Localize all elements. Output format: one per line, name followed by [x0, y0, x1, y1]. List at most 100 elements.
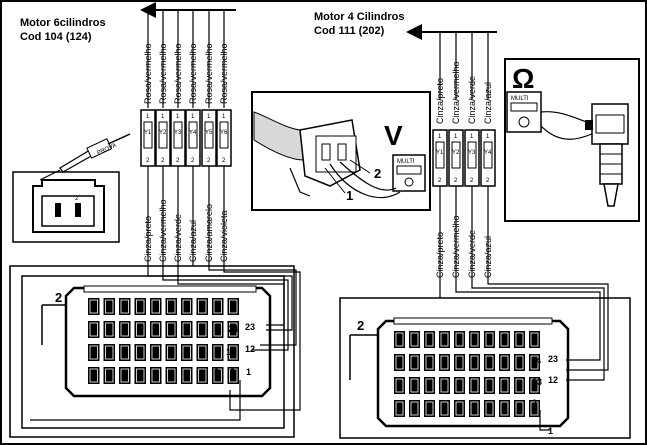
- connector-pin-1: 1: [438, 134, 442, 140]
- connector-pin-2: 2: [454, 178, 458, 184]
- motor6-pin-13: 13: [226, 347, 236, 357]
- ecu-pin: [134, 321, 146, 338]
- ecu-pin: [227, 344, 239, 361]
- ecu-pin: [529, 331, 540, 348]
- ecu-pin: [424, 354, 435, 371]
- ecu-pin: [134, 298, 146, 315]
- motor4-title: Motor 4 Cilindros: [314, 11, 404, 23]
- voltmeter-callout-2: 2: [374, 166, 381, 181]
- ecu-pin: [499, 400, 510, 417]
- motor6-harness-top: [140, 2, 236, 108]
- connector-pin-2: 2: [486, 178, 490, 184]
- connector-pin-2: 2: [207, 158, 211, 164]
- connector-pin-1: 1: [454, 134, 458, 140]
- ecu-pin: [484, 354, 495, 371]
- motor6-top-wire-label: Rosa/vermelho: [173, 43, 183, 104]
- motor4-bottom-wire-label: Cinza/vermelho: [451, 215, 461, 278]
- motor6-top-wire-label: Rosa/vermelho: [219, 43, 229, 104]
- ecu-pin: [227, 367, 239, 384]
- motor4-pin-12: 12: [548, 375, 558, 385]
- motor6-code: Cod 104 (124): [20, 31, 92, 43]
- connector-label: Y3: [468, 150, 476, 156]
- motor6-top-wire-label: Rosa/vermelho: [158, 43, 168, 104]
- ecu-pin: [150, 298, 162, 315]
- connector-pin-1: 1: [161, 114, 165, 120]
- ecu-pin: [181, 298, 193, 315]
- ecu-pin: [88, 344, 100, 361]
- connector-label: Y4: [484, 150, 492, 156]
- ecu-pin: [88, 367, 100, 384]
- ecu-pin: [394, 400, 405, 417]
- connector-label: Y5: [205, 130, 213, 136]
- voltmeter-panel: V MULTI 2 1: [251, 91, 431, 211]
- connector-label: Y1: [144, 130, 152, 136]
- ecu-pin: [88, 298, 100, 315]
- ecu-pin: [409, 377, 420, 394]
- ohmmeter-meter-label: MULTI: [511, 96, 529, 102]
- motor6-bottom-wire-label: Cinza/vermelho: [158, 199, 168, 262]
- ecu-pin: [409, 331, 420, 348]
- ecu-pin: [499, 331, 510, 348]
- ecu-pin: [88, 321, 100, 338]
- connector-pin-2: 2: [161, 158, 165, 164]
- motor6-bottom-wire-label: Cinza/verde: [173, 214, 183, 262]
- connector-label: Y1: [436, 150, 444, 156]
- ecu-pin: [484, 400, 495, 417]
- ecu-pin: [454, 400, 465, 417]
- ecu-pin: [181, 321, 193, 338]
- injector-connector: Y1 1 2: [432, 129, 448, 187]
- motor4-pin-13: 13: [532, 377, 542, 387]
- ecu-pin: [103, 344, 115, 361]
- connector-label: Y3: [174, 130, 182, 136]
- motor4-bottom-wire-label: Cinza/azul: [483, 236, 493, 278]
- motor6-pin-3: 3: [214, 367, 219, 377]
- connector-label: Y6: [220, 130, 228, 136]
- motor4-harness-wires: [439, 32, 609, 431]
- motor4-ecu-pin-grid: [394, 331, 540, 417]
- ecu-pin: [181, 367, 193, 384]
- ecu-pin: [227, 321, 239, 338]
- ecu-pin: [212, 367, 224, 384]
- connector-pin-1: 1: [486, 134, 490, 140]
- ecu-pin: [119, 321, 131, 338]
- ecu-pin: [469, 331, 480, 348]
- motor6-top-wire-label: Rosa/vermelho: [143, 43, 153, 104]
- motor6-ecu-pin-grid: [88, 298, 239, 384]
- ecu-pin: [529, 354, 540, 371]
- motor6-pin-24: 24: [228, 324, 238, 334]
- ecu-pin: [227, 298, 239, 315]
- probe-connector-panel: 2 PROVA: [12, 133, 131, 243]
- ecu-pin: [469, 400, 480, 417]
- injector-icon: [585, 103, 629, 207]
- ecu-pin: [165, 344, 177, 361]
- probe-pen-icon: [59, 149, 94, 173]
- probe-pin-label: 2: [75, 196, 79, 202]
- ecu-pin: [484, 377, 495, 394]
- motor4-bottom-wire-label: Cinza/preto: [435, 232, 445, 278]
- ecu-pin: [181, 344, 193, 361]
- motor6-title: Motor 6cilindros: [20, 17, 106, 29]
- ecu-pin: [394, 331, 405, 348]
- connector-pin-2: 2: [438, 178, 442, 184]
- ecu-pin: [529, 377, 540, 394]
- ohmmeter-symbol: Ω: [512, 63, 534, 94]
- ecu-pin: [150, 344, 162, 361]
- ecu-pin: [439, 331, 450, 348]
- motor6-pin-23: 23: [245, 322, 255, 332]
- motor6-ecu-pin-callouts: 24 23 13 12 3 2 1: [214, 322, 255, 377]
- ecu-pin: [394, 354, 405, 371]
- ecu-pin: [514, 377, 525, 394]
- ecu-pin: [529, 400, 540, 417]
- ecu-pin: [119, 344, 131, 361]
- ecu-pin: [439, 400, 450, 417]
- ecu-pin: [119, 367, 131, 384]
- ecu-pin: [514, 354, 525, 371]
